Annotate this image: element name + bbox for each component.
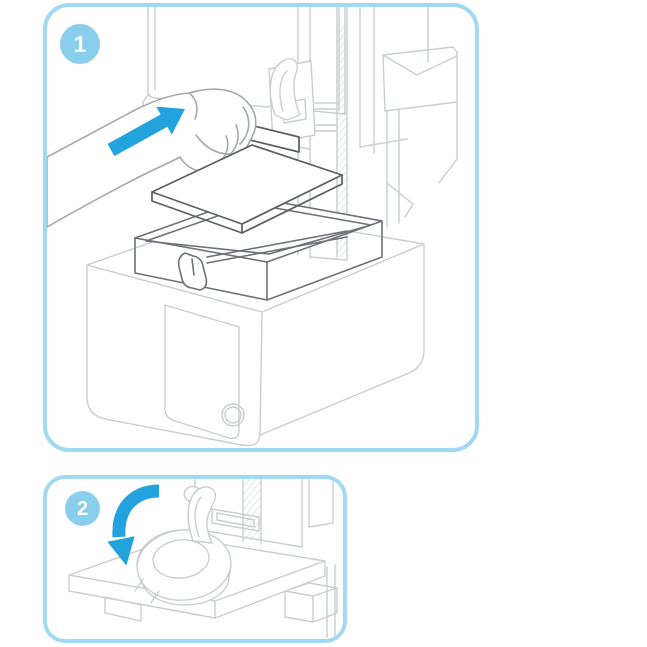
step-panel-1: 1 <box>43 3 479 452</box>
step-panel-2: 2 <box>43 475 347 643</box>
build-platform-plate <box>151 144 343 234</box>
rotate-down-arrow-icon <box>107 484 160 566</box>
step-1-illustration <box>47 7 458 447</box>
step-1-badge: 1 <box>60 24 100 64</box>
lock-handle <box>183 485 217 544</box>
lock-knob <box>134 529 232 606</box>
insert-direction-arrow-icon <box>107 106 185 157</box>
step-2-number: 2 <box>76 497 89 520</box>
step-1-number: 1 <box>73 30 87 57</box>
resin-tank <box>134 196 383 301</box>
lock-handle <box>269 58 301 121</box>
step-2-illustration <box>68 479 338 638</box>
step-2-badge: 2 <box>65 491 100 526</box>
platform-mount-carriage <box>268 58 338 144</box>
right-wall-bracket <box>382 46 458 228</box>
